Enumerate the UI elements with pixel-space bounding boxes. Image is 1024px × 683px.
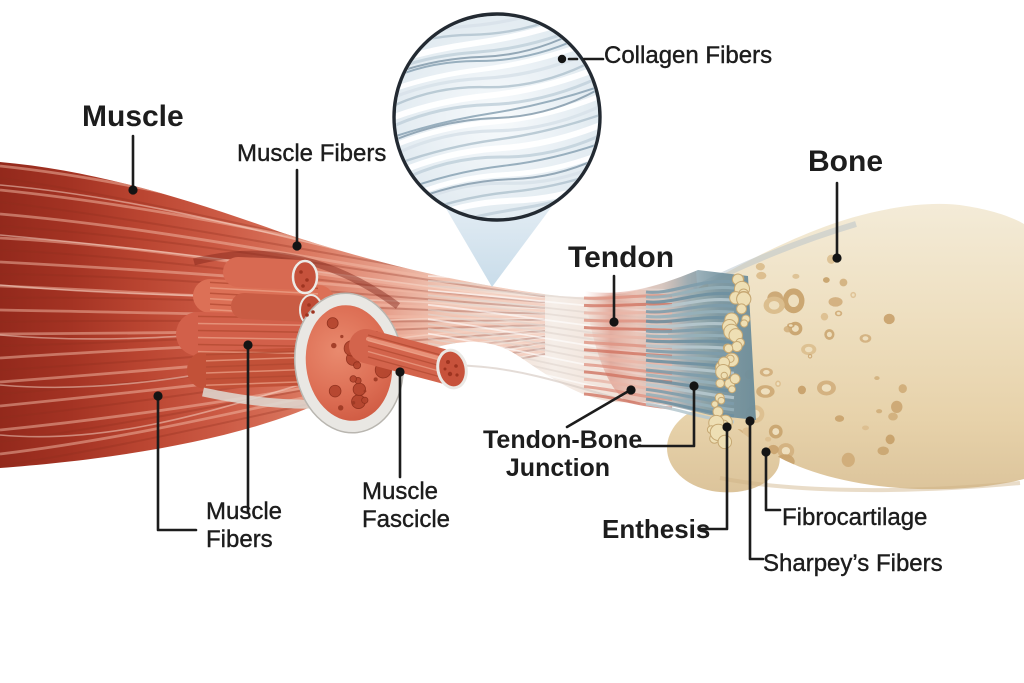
- leader-dots: [128, 54, 842, 457]
- sharpeys-fibers-leader: [748, 423, 765, 561]
- label-muscle-fascicle-line2: Fascicle: [362, 506, 451, 533]
- label-collagen-fibers: Collagen Fibers: [604, 42, 773, 69]
- label-muscle-fascicle-line1: Muscle: [362, 478, 439, 505]
- label-enthesis: Enthesis: [602, 514, 711, 544]
- fibrocartilage-leader: [764, 454, 782, 512]
- sharpeys-fibers-dot: [745, 416, 755, 426]
- muscle-fascicle-cut-face: [436, 348, 468, 390]
- cut-opening-rim: [193, 250, 401, 309]
- label-muscle-fibers-bottom-line2: Fibers: [206, 526, 273, 553]
- tendon-dot: [609, 317, 619, 327]
- label-muscle-fibers-top: Muscle Fibers: [237, 140, 387, 167]
- junction-fiber-strokes: [583, 279, 735, 424]
- label-fibrocartilage: Fibrocartilage: [782, 504, 928, 531]
- tendon-bone-junction-leader-2: [638, 389, 696, 448]
- tendon-bone-junction-dot-1: [626, 385, 636, 395]
- fascicle-cylinder-top: [223, 257, 317, 290]
- label-tendon-bone-junction: Tendon-Bone Junction: [483, 426, 643, 482]
- muscle-fibers-bottom-dot-1: [153, 391, 163, 401]
- label-muscle: Muscle: [82, 100, 184, 133]
- label-muscle-fibers-bottom-line1: Muscle: [206, 498, 283, 525]
- label-bone: Bone: [808, 145, 883, 178]
- label-sharpeys-fibers: Sharpey’s Fibers: [763, 550, 943, 577]
- muscle-dot: [128, 185, 138, 195]
- label-muscle-fibers-bottom: Muscle Fibers: [206, 498, 282, 554]
- tendon-bone-junction-leader-1: [565, 390, 629, 429]
- muscle-fibers-top-dot: [292, 241, 302, 251]
- fascicle-face-spots: [299, 270, 459, 377]
- enthesis-leader: [698, 430, 729, 531]
- enthesis-dot: [722, 422, 732, 432]
- muscle-fibers-bottom-leader-1: [156, 398, 198, 532]
- label-muscle-fascicle: Muscle Fascicle: [362, 478, 450, 534]
- label-tendon: Tendon: [568, 241, 675, 274]
- fascicle-highlight: [366, 337, 448, 362]
- label-tendon-bone-junction-line2: Junction: [505, 454, 611, 482]
- tendon-bone-junction-dot-2: [689, 381, 699, 391]
- fascicle-cylinder-top: [231, 293, 321, 322]
- small-fascicle-striations: [367, 334, 449, 380]
- label-tendon-bone-junction-line1: Tendon-Bone: [483, 426, 643, 454]
- fibrocartilage-dot: [761, 447, 771, 457]
- fibrocartilage-bubbles: [706, 273, 752, 450]
- bone-dot: [832, 253, 842, 263]
- muscle-fascicle-dot: [395, 367, 405, 377]
- muscle-fibers-bottom-dot-2: [243, 340, 253, 350]
- magnifier-cone: [441, 200, 553, 287]
- collagen-fibers-dot: [557, 54, 567, 64]
- fascicle-cut-face: [291, 259, 319, 295]
- leader-lines: [131, 57, 839, 561]
- fascicle-cutaway: [176, 250, 468, 434]
